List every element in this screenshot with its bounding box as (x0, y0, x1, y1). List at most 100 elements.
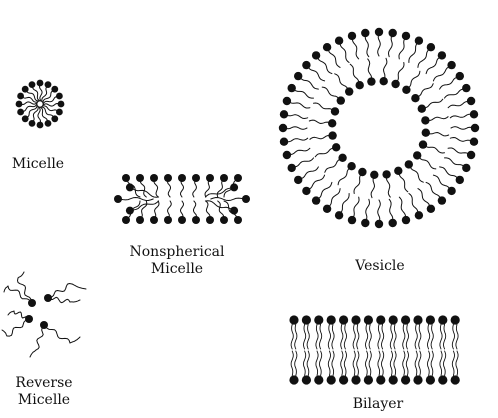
vesicle-outer-headgroup (470, 138, 478, 146)
bilayer-top-tail (353, 323, 355, 349)
bilayer-top-tail (444, 323, 446, 349)
vesicle-inner-headgroup (402, 86, 410, 94)
bilayer-top-tail (304, 323, 306, 349)
micelle-headgroup (37, 122, 44, 129)
vesicle-inner-headgroup (337, 96, 345, 104)
vesicle-outer-headgroup (447, 187, 455, 195)
nonspherical-micelle-headgroup (126, 207, 134, 215)
bilayer-top-headgroup (376, 315, 385, 324)
reverse-micelle-tail (7, 319, 29, 336)
reverse-micelle-label-line-2: Micelle (4, 392, 84, 409)
reverse-micelle-headgroup (28, 299, 36, 307)
micelle-headgroup (51, 115, 58, 122)
vesicle-inner-headgroup (382, 170, 390, 178)
bilayer-top-headgroup (389, 315, 398, 324)
vesicle-outer-headgroup (438, 51, 446, 59)
bilayer-bottom-headgroup (451, 375, 460, 384)
vesicle-outer-headgroup (375, 28, 383, 36)
bilayer-bottom-tail (353, 351, 355, 377)
bilayer-top-tail (452, 323, 454, 349)
vesicle-outer-headgroup (335, 211, 343, 219)
bilayer-top-tail (341, 323, 343, 349)
bilayer-bottom-headgroup (302, 375, 311, 384)
bilayer-top-headgroup (327, 315, 336, 324)
bilayer-top-headgroup (401, 315, 410, 324)
bilayer-top-tail (394, 323, 396, 349)
bilayer-top-tail (428, 323, 430, 349)
nonspherical-micelle-headgroup (192, 174, 200, 182)
bilayer-bottom-tail (320, 351, 322, 377)
bilayer-top-tail (295, 323, 297, 349)
vesicle-inner-headgroup (338, 154, 346, 162)
vesicle-inner-headgroup (422, 129, 430, 137)
micelle-headgroup (37, 80, 44, 87)
bilayer-bottom-tail (316, 351, 318, 377)
vesicle-outer-headgroup (456, 176, 464, 184)
bilayer-bottom-headgroup (401, 375, 410, 384)
vesicle-outer-headgroup (402, 216, 410, 224)
micelle-headgroup (56, 93, 63, 100)
bilayer-bottom-tail (357, 351, 359, 377)
vesicle-outer-headgroup (280, 138, 288, 146)
vesicle-label-line: Vesicle (340, 258, 420, 275)
bilayer-bottom-tail (382, 351, 384, 377)
bilayer-bottom-headgroup (389, 375, 398, 384)
reverse-micelle-tail-end (30, 350, 36, 357)
nonspherical-micelle-tail (118, 198, 153, 201)
bilayer-top-tail (357, 323, 359, 349)
bilayer-top-tail (415, 323, 417, 349)
bilayer-bottom-tail (419, 351, 421, 377)
vesicle-inner-headgroup (331, 107, 339, 115)
vesicle-outer-headgroup (375, 220, 383, 228)
nonspherical-micelle-headgroup (150, 216, 158, 224)
bilayer-top-tail (369, 323, 371, 349)
vesicle-outer-headgroup (348, 32, 356, 40)
reverse-micelle-tail-end (2, 330, 7, 336)
vesicle-outer-headgroup (348, 216, 356, 224)
bilayer-top-tail (403, 323, 405, 349)
micelle-label: Micelle (2, 156, 74, 173)
vesicle-inner-headgroup (421, 116, 429, 124)
reverse-micelle-label: Reverse Micelle (4, 375, 84, 409)
bilayer-top-tail (378, 323, 380, 349)
vesicle-outer-headgroup (389, 29, 397, 37)
bilayer-bottom-tail (304, 351, 306, 377)
nonspherical-micelle-headgroup (242, 195, 250, 203)
bilayer-top-tail (328, 323, 330, 349)
bilayer-top-tail (431, 323, 433, 349)
bilayer-top-tail (382, 323, 384, 349)
reverse-micelle-tail-end (70, 300, 80, 302)
nonspherical-micelle-tail (130, 201, 159, 211)
vesicle-outer-headgroup (361, 29, 369, 37)
bilayer-bottom-tail (378, 351, 380, 377)
reverse-micelle-headgroup (25, 315, 33, 323)
bilayer-structure (289, 315, 459, 384)
vesicle-outer-headgroup (462, 164, 470, 172)
nonspherical-micelle-label-line-2: Micelle (112, 261, 242, 278)
bilayer-top-headgroup (314, 315, 323, 324)
nonspherical-micelle-headgroup (136, 174, 144, 182)
bilayer-top-tail (440, 323, 442, 349)
micelle-headgroup (17, 109, 24, 116)
bilayer-bottom-tail (295, 351, 297, 377)
vesicle-inner-headgroup (345, 87, 353, 95)
nonspherical-micelle-headgroup (206, 216, 214, 224)
vesicle-outer-headgroup (288, 164, 296, 172)
reverse-micelle-tail-end (8, 311, 14, 315)
micelle-headgroup (58, 101, 65, 108)
bilayer-bottom-headgroup (351, 375, 360, 384)
micelle-headgroup (22, 86, 29, 93)
nonspherical-micelle-headgroup (192, 216, 200, 224)
micelle-headgroup (51, 86, 58, 93)
nonspherical-micelle-headgroup (178, 174, 186, 182)
bilayer-top-headgroup (364, 315, 373, 324)
nonspherical-micelle-headgroup (234, 216, 242, 224)
bilayer-top-headgroup (426, 315, 435, 324)
bilayer-top-headgroup (413, 315, 422, 324)
nonspherical-micelle-headgroup (220, 216, 228, 224)
nonspherical-micelle-headgroup (164, 216, 172, 224)
micelle-structure (16, 80, 65, 129)
vesicle-outer-headgroup (415, 211, 423, 219)
vesicle-outer-headgroup (462, 84, 470, 92)
